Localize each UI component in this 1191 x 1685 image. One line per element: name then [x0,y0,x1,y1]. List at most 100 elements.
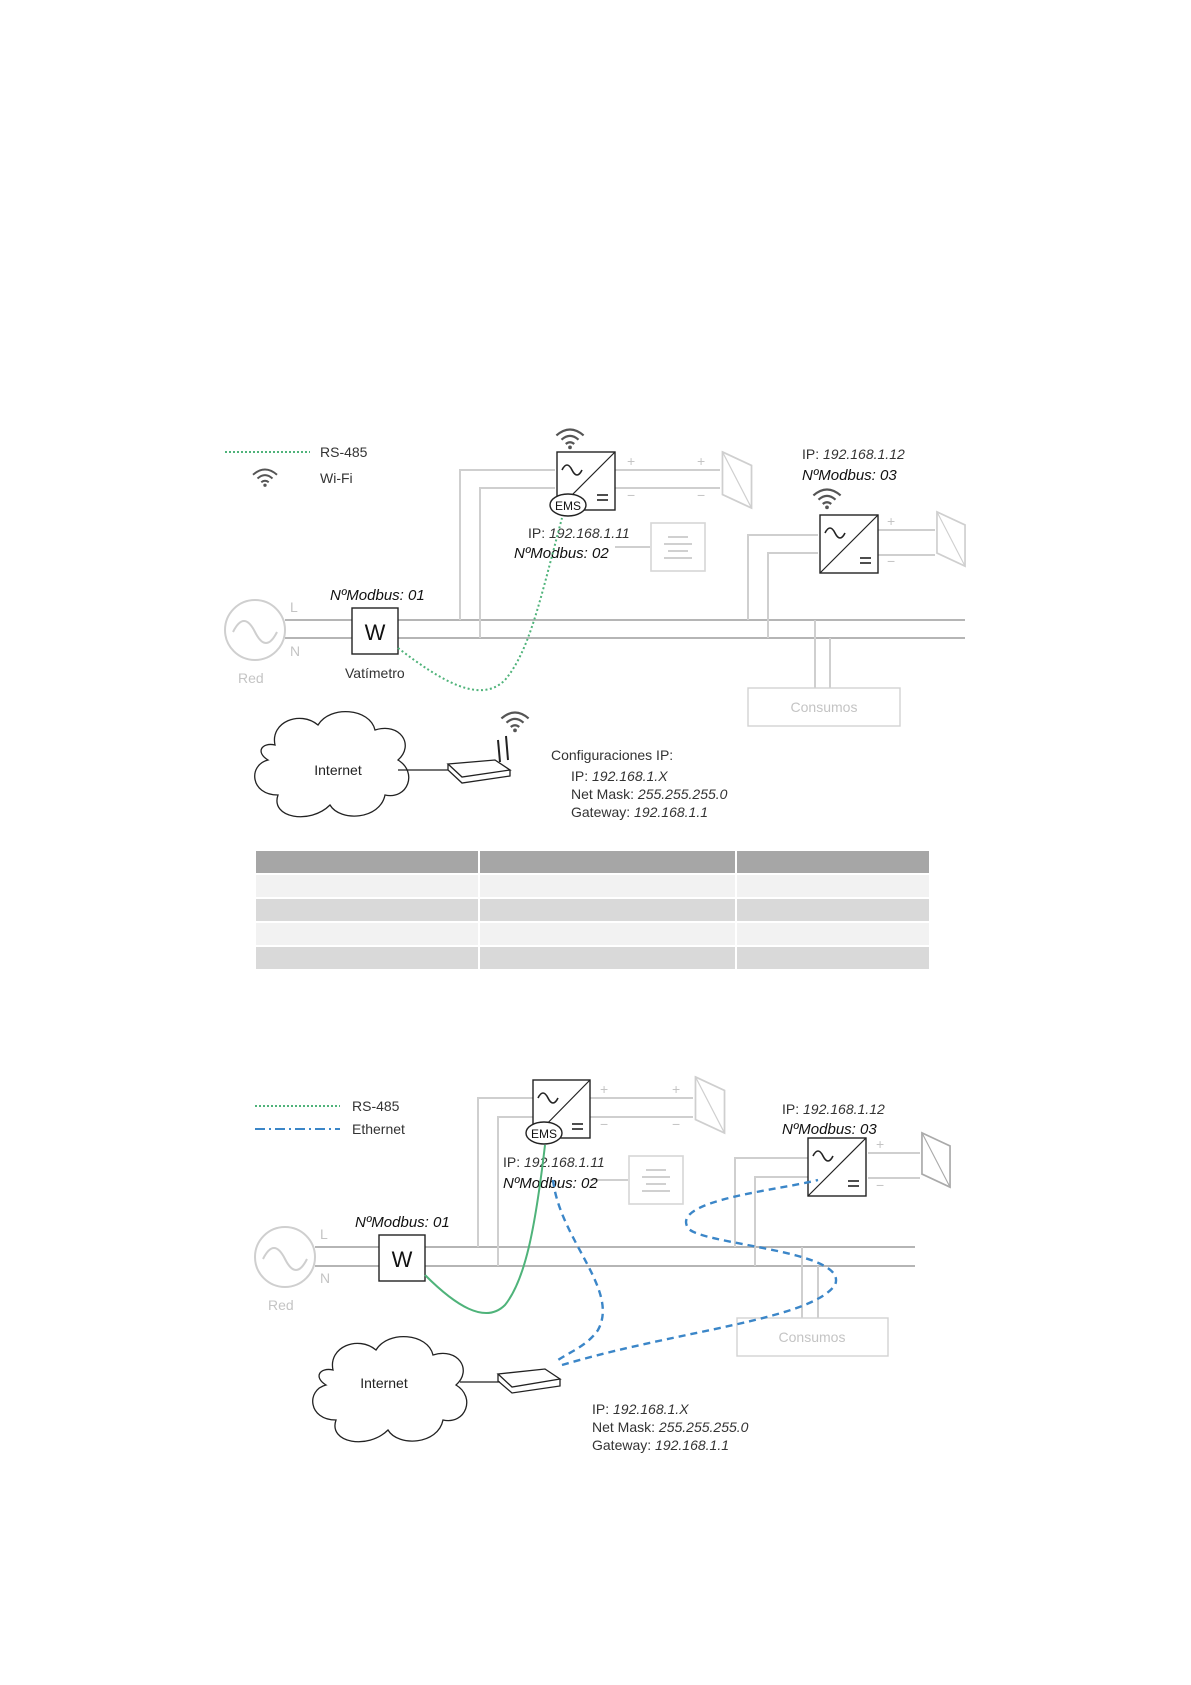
dc-plus-label: + [887,513,895,529]
inverter2-feed-n [767,552,818,638]
meter-symbol: W [392,1247,413,1272]
router [496,1368,562,1394]
inverter-1: EMS IP: 192.168.1.11 NºModbus: 02 [514,428,630,562]
battery-icon [628,1155,684,1205]
grid-l-label: L [290,599,298,615]
router [446,711,530,784]
cloud-icon [312,1336,468,1443]
inverter1-feed-n [479,487,555,638]
inverter1-ip-label: IP: 192.168.1.11 [528,525,630,541]
inverter2-modbus-label: NºModbus: 03 [782,1121,877,1138]
ipconfig-gateway: Gateway: 192.168.1.1 [592,1437,729,1453]
dc-minus-label: − [627,487,635,503]
ems-badge [549,493,587,517]
ac-symbol-icon [537,1092,559,1104]
inverter1-feed-n [497,1116,533,1266]
meter-symbol: W [365,620,386,645]
inverter-1: EMS IP: 192.168.1.11 NºModbus: 02 [503,1079,605,1192]
ems-label: EMS [531,1127,557,1141]
grid-label: Red [268,1297,294,1313]
solar-panel-icon [936,511,966,567]
internet-label: Internet [360,1375,408,1391]
meter-modbus-label: NºModbus: 01 [355,1214,450,1231]
table-row [256,923,929,945]
inverter2-feed-l [747,534,818,620]
ethernet-link-inverter2 [561,1178,838,1367]
table-row [256,875,929,897]
sine-wave-icon [262,1247,308,1271]
table-row [256,947,929,969]
legend-wifi-label: Wi-Fi [320,470,353,486]
grid-label: Red [238,670,264,686]
consumos-label: Consumos [779,1329,846,1345]
internet-label: Internet [314,762,362,778]
consumos-box [747,687,901,727]
ac-symbol-icon [561,464,583,476]
legend-ethernet-label: Ethernet [352,1121,405,1137]
dc-minus-label: − [887,553,895,569]
ipconfig-mask: Net Mask: 255.255.255.0 [571,786,728,802]
cloud-icon [254,711,410,818]
energy-meter: NºModbus: 01 W [355,1214,450,1282]
legend: RS-485 Ethernet [255,1098,405,1137]
ipconfig-title: Configuraciones IP: [551,747,673,763]
inverter-2: IP: 192.168.1.12 NºModbus: 03 [802,446,905,574]
router-icon [446,759,512,778]
grid-source: L N Red [224,599,300,686]
inverter1-modbus-label: NºModbus: 02 [503,1175,598,1192]
dc-plus-label: + [876,1136,884,1152]
ipconfig-mask: Net Mask: 255.255.255.0 [592,1419,749,1435]
dc-plus-label: + [600,1081,608,1097]
ip-config: Configuraciones IP: IP: 192.168.1.X Net … [551,747,728,820]
consumos-box [736,1317,889,1357]
grid-n-label: N [290,643,300,659]
inverter2-feed-l [734,1157,808,1247]
grid-l-label: L [320,1226,328,1242]
rs485-link [424,1144,546,1315]
energy-meter: NºModbus: 01 W Vatímetro [330,587,425,681]
inverter2-feed-n [754,1176,808,1266]
table-row [256,899,929,921]
inverter2-ip-label: IP: 192.168.1.12 [782,1101,885,1117]
ems-badge [525,1121,563,1145]
ip-config: IP: 192.168.1.X Net Mask: 255.255.255.0 … [592,1401,749,1453]
dc-minus-label: − [697,487,705,503]
dc-minus-label: − [876,1177,884,1193]
consumos-label: Consumos [791,699,858,715]
meter-modbus-label: NºModbus: 01 [330,587,425,604]
internet-cloud: Internet [254,711,410,818]
wifi-icon [251,468,279,488]
inverter1-modbus-label: NºModbus: 02 [514,545,609,562]
inverter1-ip-label: IP: 192.168.1.11 [503,1154,605,1170]
ipconfig-ip: IP: 192.168.1.X [592,1401,689,1417]
meter-box [351,607,399,655]
ethernet-link-inverter1 [551,1179,604,1361]
dc-plus-label: + [672,1081,680,1097]
diagram-wifi: RS-485 Wi-Fi + − + − + − [224,428,966,820]
legend-rs485-label: RS-485 [352,1098,400,1114]
diagram-ethernet: RS-485 Ethernet + − + − + − [254,1076,951,1453]
inverter1-feed-l [477,1097,533,1247]
dc-minus-label: − [600,1116,608,1132]
ipconfig-ip: IP: 192.168.1.X [571,768,668,784]
sine-wave-icon [232,620,278,644]
solar-panel-icon [721,451,753,509]
wifi-icon [555,428,585,451]
wifi-icon [500,711,530,734]
legend: RS-485 Wi-Fi [225,444,368,488]
dc-plus-label: + [627,453,635,469]
wifi-icon [812,488,842,511]
grid-n-label: N [320,1270,330,1286]
dc-minus-label: − [672,1116,680,1132]
ac-symbol-icon [812,1150,834,1162]
ipconfig-gateway: Gateway: 192.168.1.1 [571,804,708,820]
ems-label: EMS [555,499,581,513]
empty-table [256,851,929,969]
grid-source: L N Red [254,1226,330,1313]
solar-panel-icon [921,1132,951,1188]
internet-cloud: Internet [312,1336,468,1443]
solar-panel-icon [694,1076,726,1134]
ac-symbol-icon [824,527,846,539]
meter-box [378,1234,426,1282]
